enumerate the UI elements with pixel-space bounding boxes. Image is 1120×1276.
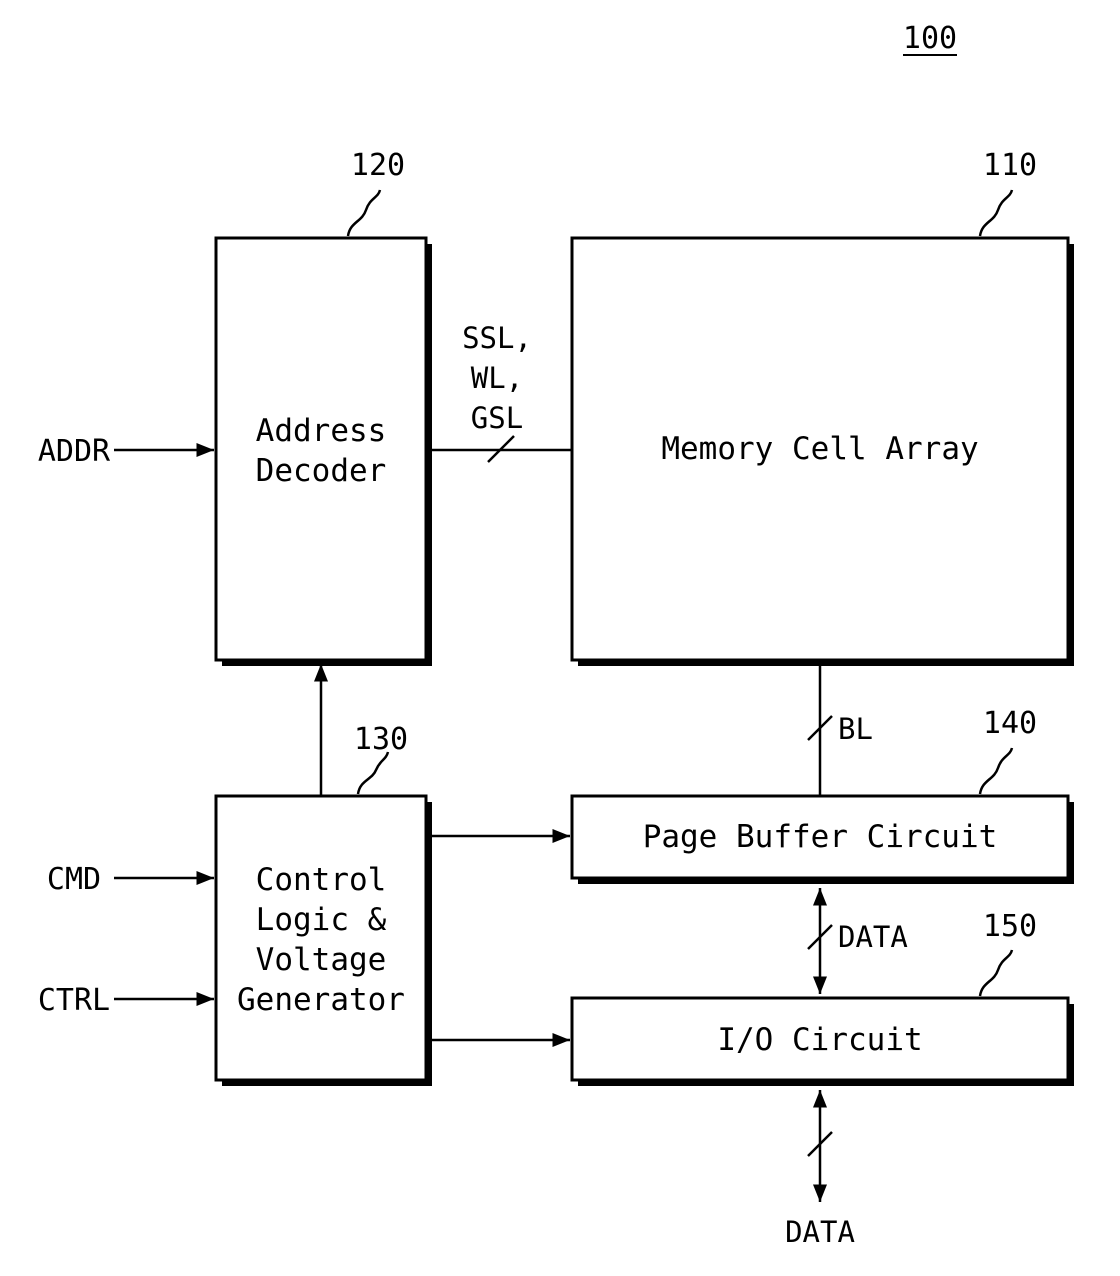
- page-buffer-block: Page Buffer Circuit: [572, 796, 1074, 884]
- page-buffer-label: Page Buffer Circuit: [643, 819, 998, 855]
- memory-cell-array-leader: [980, 190, 1012, 236]
- control-logic-line3: Voltage: [256, 942, 387, 978]
- address-decoder-line2: Decoder: [256, 453, 387, 489]
- bl-label: BL: [838, 712, 873, 746]
- address-decoder-block: Address Decoder: [216, 238, 432, 666]
- control-logic-line1: Control: [256, 862, 387, 898]
- memory-cell-array-label: Memory Cell Array: [661, 431, 978, 467]
- memory-cell-array-ref: 110: [983, 148, 1037, 183]
- address-decoder-leader: [348, 190, 380, 236]
- ssl-label: SSL,: [462, 321, 532, 355]
- address-decoder-line1: Address: [256, 413, 387, 449]
- page-buffer-ref: 140: [983, 706, 1037, 741]
- control-logic-ref: 130: [354, 722, 408, 757]
- control-logic-line2: Logic &: [256, 902, 387, 938]
- io-circuit-block: I/O Circuit: [572, 998, 1074, 1086]
- address-decoder-ref: 120: [351, 148, 405, 183]
- control-logic-leader: [358, 752, 388, 794]
- addr-signal-label: ADDR: [38, 434, 111, 469]
- memory-cell-array-block: Memory Cell Array: [572, 238, 1074, 666]
- io-circuit-label: I/O Circuit: [717, 1022, 922, 1058]
- io-circuit-ref: 150: [983, 909, 1037, 944]
- wl-label: WL,: [471, 361, 523, 395]
- figure-ref: 100: [903, 21, 957, 56]
- control-logic-block: Control Logic & Voltage Generator: [216, 796, 432, 1086]
- data-external-label: DATA: [785, 1215, 855, 1249]
- control-logic-line4: Generator: [237, 982, 405, 1018]
- gsl-label: GSL: [471, 401, 523, 435]
- cmd-signal-label: CMD: [47, 862, 101, 897]
- ctrl-signal-label: CTRL: [38, 983, 110, 1018]
- io-circuit-leader: [980, 950, 1012, 996]
- page-buffer-leader: [980, 748, 1012, 794]
- data-internal-label: DATA: [838, 920, 908, 954]
